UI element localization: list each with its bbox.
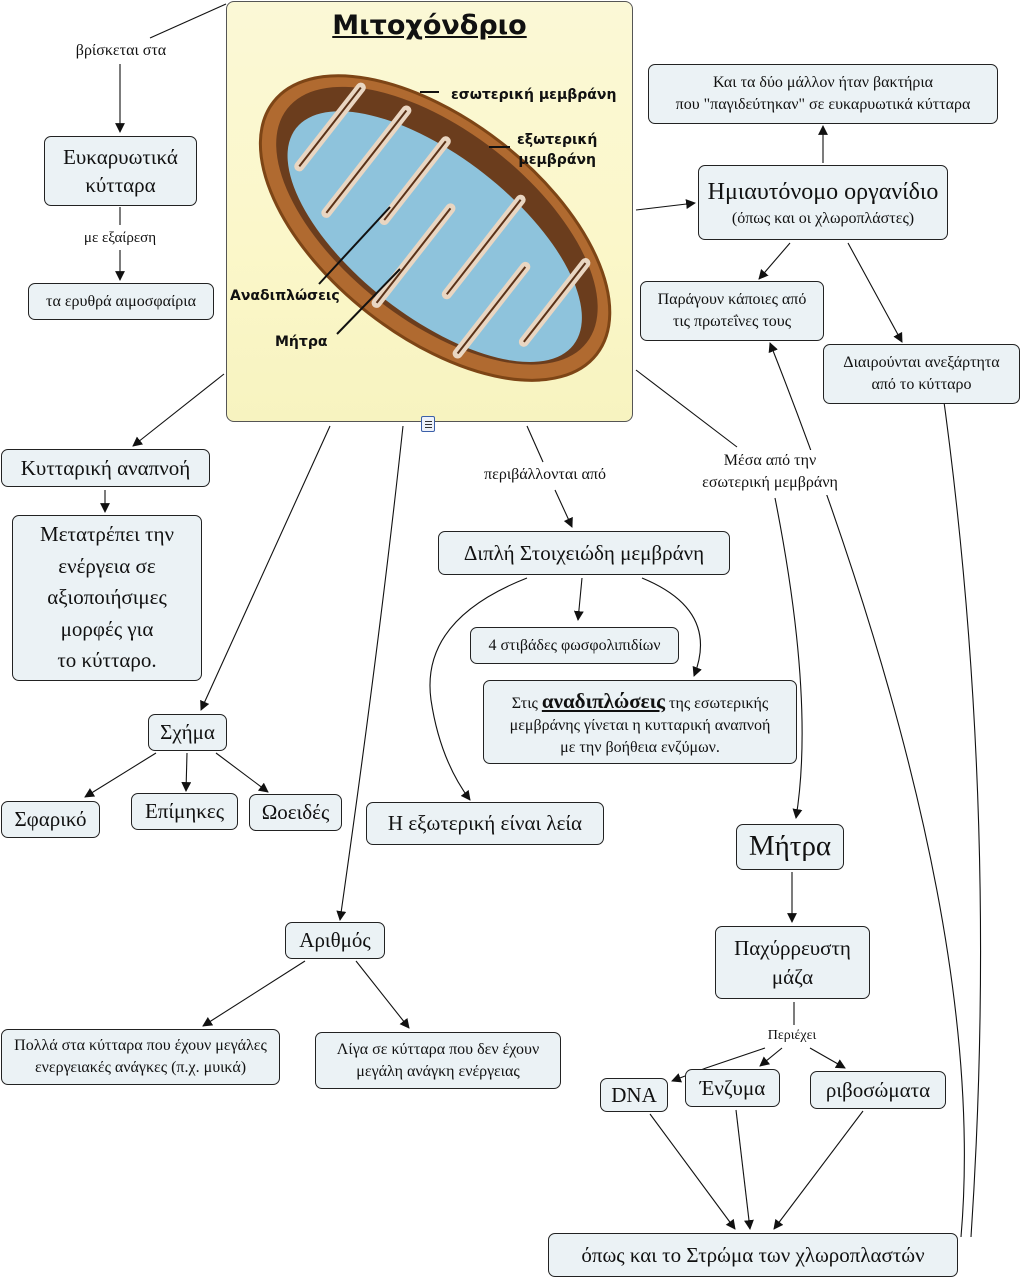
link-picture-respiration: [132, 373, 225, 447]
node-matrix[interactable]: Μήτρα: [736, 824, 844, 870]
label-inner-membrane: εσωτερική μεμβράνη: [451, 87, 617, 103]
label-outer-membrane: εξωτερική μεμβράνη: [517, 132, 598, 169]
node-enzymes[interactable]: Ένζυμα: [685, 1069, 780, 1107]
cristae-bold: αναδιπλώσεις: [541, 689, 666, 713]
node-viscous-mass[interactable]: Παχύρρευστη μάζα: [715, 926, 870, 999]
link-ribosomes-stroma: [773, 1110, 864, 1230]
link-throughinner-matrix: [774, 497, 803, 819]
node-few[interactable]: Λίγα σε κύτταρα που δεν έχουν μεγάλη ανά…: [315, 1032, 561, 1089]
semi-autonomous-subtitle: (όπως και οι χλωροπλάστες): [731, 209, 915, 227]
mitochondrion-illustration: [258, 74, 612, 382]
link-dna-stroma: [649, 1113, 736, 1230]
node-double-membrane[interactable]: Διπλή Στοιχειώδη μεμβράνη: [438, 531, 730, 575]
node-cristae-respiration[interactable]: Στις αναδιπλώσεις της εσωτερικής μεμβράν…: [483, 680, 797, 764]
link-number-few: [355, 960, 410, 1029]
label-cristae: Αναδιπλώσεις: [230, 288, 340, 304]
link-stroma-proteins: [768, 342, 965, 1238]
label-matrix: Μήτρα: [275, 334, 328, 350]
link-picture-shape: [200, 425, 331, 711]
node-dna[interactable]: DNA: [600, 1078, 668, 1112]
link-label-found-in: βρίσκεται στα: [56, 40, 186, 63]
node-semi-autonomous[interactable]: Ημιαυτόνομο οργανίδιο (όπως και οι χλωρο…: [698, 165, 948, 240]
link-surrounded-doublemembrane: [554, 489, 573, 528]
cristae-suffix: της εσωτερικής μεμβράνης γίνεται η κυττα…: [509, 695, 771, 756]
node-divide[interactable]: Διαιρούνται ανεξάρτητα από το κύτταρο: [823, 344, 1020, 404]
node-ribosomes[interactable]: ριβοσώματα: [810, 1071, 946, 1109]
link-label-except: με εξαίρεση: [66, 228, 174, 249]
link-enzymes-stroma: [735, 1109, 754, 1230]
node-oval[interactable]: Ωοειδές: [249, 794, 342, 831]
link-picture-foundin: [149, 3, 227, 39]
node-eukaryotic-cells[interactable]: Ευκαρυωτικά κύτταρα: [44, 136, 197, 206]
node-stroma[interactable]: όπως και το Στρώμα των χλωροπλαστών: [548, 1233, 958, 1277]
link-picture-number: [336, 425, 404, 921]
node-elongated[interactable]: Επίμηκες: [131, 793, 238, 830]
semi-autonomous-title: Ημιαυτόνομο οργανίδιο: [707, 178, 939, 205]
node-spherical[interactable]: Σφαρικό: [1, 801, 100, 838]
link-contains-dna: [671, 1047, 766, 1083]
node-phospholipids[interactable]: 4 στιβάδες φωσφολιπιδίων: [470, 627, 679, 664]
node-red-blood-cells[interactable]: τα ερυθρά αιμοσφαίρια: [28, 283, 214, 320]
link-semiauto-proteins: [758, 242, 791, 280]
link-picture-throughinner: [635, 369, 738, 448]
link-shape-oval: [215, 752, 269, 793]
node-number[interactable]: Αριθμός: [285, 922, 385, 959]
document-attachment-icon[interactable]: [421, 416, 435, 432]
link-dm-phospholipids: [573, 577, 584, 621]
link-label-through-inner: Μέσα από την εσωτερική μεμβράνη: [686, 450, 854, 495]
link-semiauto-divide: [847, 242, 903, 343]
node-outer-smooth[interactable]: Η εξωτερική είναι λεία: [366, 802, 604, 845]
link-picture-semiauto: [635, 199, 696, 211]
node-energy-conversion[interactable]: Μετατρέπει την ενέργεια σε αξιοποιήσιμες…: [12, 515, 202, 681]
node-proteins[interactable]: Παράγουν κάποιες από τις πρωτεΐνες τους: [640, 281, 824, 341]
cristae-prefix: Στις: [511, 695, 542, 712]
picture-title: Μιτοχόνδριο: [332, 10, 527, 41]
link-stroma-divide: [937, 379, 982, 1238]
link-picture-surrounded: [526, 425, 544, 463]
node-shape[interactable]: Σχήμα: [148, 714, 227, 751]
link-label-contains: Περιέχει: [756, 1026, 828, 1046]
link-contains-ribosomes: [809, 1047, 846, 1069]
link-shape-elongated: [181, 752, 192, 792]
link-dm-outersmooth: [429, 577, 528, 801]
node-cellular-respiration[interactable]: Κυτταρική αναπνοή: [1, 449, 210, 487]
link-label-surrounded-by: περιβάλλονται από: [470, 464, 620, 487]
link-shape-spherical: [84, 752, 157, 798]
link-dm-cristae: [641, 577, 702, 677]
node-bacteria[interactable]: Και τα δύο μάλλον ήταν βακτήρια που "παγ…: [648, 64, 998, 124]
link-number-many: [202, 960, 306, 1027]
node-many[interactable]: Πολλά στα κύτταρα που έχουν μεγάλες ενερ…: [1, 1029, 280, 1085]
mitochondrion-picture[interactable]: Μιτοχόνδριο: [226, 1, 633, 422]
link-contains-enzymes: [759, 1047, 783, 1067]
